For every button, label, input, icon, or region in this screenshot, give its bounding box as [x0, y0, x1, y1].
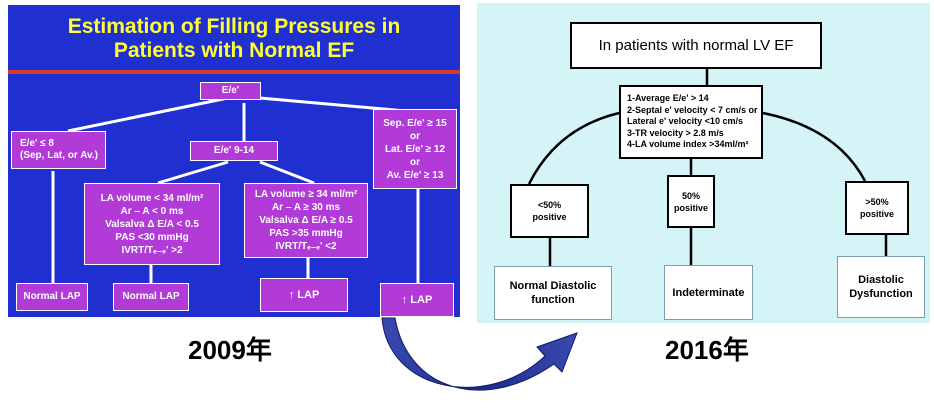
branch-left-node: E/e' ≤ 8 (Sep, Lat, or Av.) — [11, 131, 106, 169]
branch-left-line1: E/e' ≤ 8 — [20, 138, 54, 149]
criteria-low-line2: Ar – A < 0 ms — [120, 205, 184, 217]
branch-left-line2: (Sep, Lat, or Av.) — [20, 150, 98, 161]
outcome-indeterminate: Indeterminate — [664, 265, 753, 320]
criteria-high-node: LA volume ≥ 34 ml/m² Ar – A ≥ 30 ms Vals… — [244, 183, 368, 258]
root-node: E/e' — [200, 82, 261, 100]
outcome-normal-lap-1-label: Normal LAP — [23, 291, 81, 302]
branch-right-line3: Lat. E/e' ≥ 12 — [384, 143, 446, 155]
flowchart-2009: Estimation of Filling Pressures in Patie… — [8, 5, 460, 317]
title-divider — [8, 70, 460, 74]
branch-mid-node: E/e' 9-14 — [190, 141, 278, 161]
outcome-elevated-lap-1-label: ↑ LAP — [288, 289, 320, 301]
criteria-box: 1-Average E/e' > 14 2-Septal e' velocity… — [619, 85, 763, 159]
outcome-dysfunction-line1: Diastolic — [858, 274, 904, 286]
root-label: E/e' — [221, 85, 240, 96]
criteria-low-line1: LA volume < 34 ml/m² — [100, 192, 204, 204]
connector-criteria-lt50 — [527, 111, 620, 185]
criteria-high-line2: Ar – A ≥ 30 ms — [271, 202, 341, 213]
branch-right-node: Sep. E/e' ≥ 15 or Lat. E/e' ≥ 12 or Av. … — [373, 109, 457, 189]
outcome-elevated-lap-2-label: ↑ LAP — [401, 294, 433, 306]
outcome-normal-lap-2-label: Normal LAP — [122, 291, 180, 302]
left-title-line1: Estimation of Filling Pressures in — [67, 15, 401, 38]
outcome-normal-lap-1: Normal LAP — [16, 283, 88, 311]
criteria-high-line1: LA volume ≥ 34 ml/m² — [254, 189, 358, 200]
outcome-normal-line2: function — [531, 294, 575, 306]
criteria-line5: 4-LA volume index >34ml/m² — [627, 139, 749, 150]
branch-right-line1: Sep. E/e' ≥ 15 — [383, 117, 447, 129]
year-label-2009: 2009年 — [188, 335, 272, 365]
criteria-low-line4: PAS <30 mmHg — [115, 231, 189, 243]
branch-right-line5: Av. E/e' ≥ 13 — [386, 169, 444, 181]
box-50-line1: 50% — [681, 190, 700, 201]
box-gt50-line2: positive — [859, 209, 894, 219]
criteria-low-line5: IVRT/Tₑ₋ₑ' >2 — [121, 244, 183, 256]
right-title: In patients with normal LV EF — [598, 37, 794, 54]
connector-criteria-gt50 — [762, 111, 867, 182]
outcome-indeterminate-label: Indeterminate — [672, 286, 745, 299]
branch-right-line2: or — [410, 130, 420, 142]
outcome-dysfunction-line2: Dysfunction — [849, 288, 913, 300]
box-lt50-line2: positive — [532, 212, 567, 222]
box-50-line2: positive — [673, 202, 708, 213]
outcome-diastolic-dysfunction: Diastolic Dysfunction — [837, 256, 925, 318]
box-50-positive: 50% positive — [667, 175, 715, 228]
flowchart-2016: In patients with normal LV EF 1-Average … — [477, 3, 930, 323]
outcome-normal-lap-2: Normal LAP — [113, 283, 189, 311]
year-label-2016: 2016年 — [665, 335, 749, 365]
right-title-box: In patients with normal LV EF — [570, 22, 822, 69]
criteria-low-line3: Valsalva Δ E/A < 0.5 — [105, 218, 199, 230]
outcome-elevated-lap-1: ↑ LAP — [260, 278, 348, 312]
right-connectors — [527, 69, 888, 266]
left-title-line2: Patients with Normal EF — [113, 39, 355, 62]
box-lt50-positive: <50% positive — [510, 184, 589, 238]
outcome-elevated-lap-2: ↑ LAP — [380, 283, 454, 317]
criteria-line4: 3-TR velocity > 2.8 m/s — [627, 127, 724, 138]
outcome-normal-line1: Normal Diastolic — [509, 280, 597, 292]
criteria-high-line4: PAS >35 mmHg — [269, 228, 343, 239]
criteria-high-line5: IVRT/Tₑ₋ₑ' <2 — [275, 241, 337, 252]
branch-right-line4: or — [410, 156, 420, 168]
box-gt50-line1: >50% — [865, 197, 889, 207]
box-gt50-positive: >50% positive — [845, 181, 909, 235]
criteria-high-line3: Valsalva Δ E/A ≥ 0.5 — [259, 215, 353, 226]
outcome-normal-diastolic: Normal Diastolic function — [494, 266, 612, 320]
connector-mid-low — [157, 160, 229, 185]
connector-mid-high — [259, 160, 315, 185]
connector-root-left — [67, 96, 229, 133]
box-lt50-line1: <50% — [537, 200, 562, 210]
left-title: Estimation of Filling Pressures in Patie… — [8, 15, 460, 63]
criteria-line1: 1-Average E/e' > 14 — [627, 93, 709, 104]
criteria-line2: 2-Septal e' velocity < 7 cm/s or — [627, 104, 758, 115]
branch-mid-label: E/e' 9-14 — [213, 145, 255, 156]
criteria-low-node: LA volume < 34 ml/m² Ar – A < 0 ms Valsa… — [84, 183, 220, 265]
criteria-line3: Lateral e' velocity <10 cm/s — [627, 116, 743, 127]
